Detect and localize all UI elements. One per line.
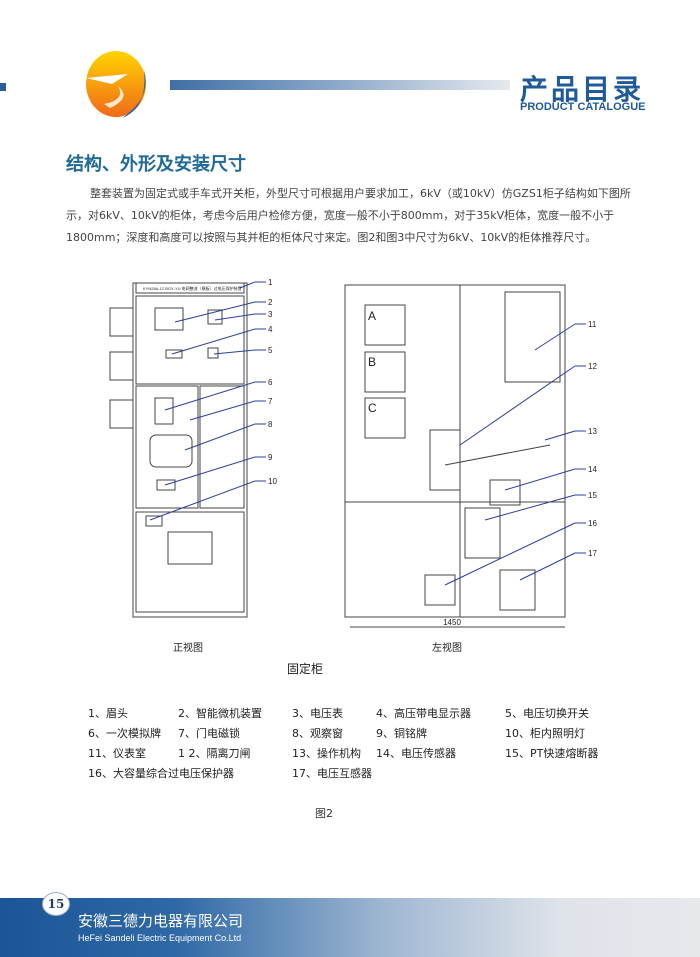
callout-leader	[214, 313, 256, 321]
legend-item: 7、门电磁锁	[178, 727, 240, 740]
legend-item: 1 2、隔离刀闸	[178, 747, 251, 760]
legend-item: 17、电压互感器	[292, 767, 372, 780]
legend-item: 1、眉头	[88, 707, 128, 720]
company-logo	[86, 51, 146, 118]
legend-item: 14、电压传感器	[376, 747, 456, 760]
front-callout-9: 9	[268, 453, 273, 462]
callout-leader	[171, 328, 256, 355]
callout-leader	[444, 522, 576, 586]
front-callout-1: 1	[268, 278, 273, 287]
legend-item: 10、柜内照明灯	[505, 727, 585, 740]
callout-leader	[149, 480, 256, 521]
callout-leader	[174, 301, 256, 323]
front-callout-3: 3	[268, 310, 273, 319]
legend-item: 11、仪表室	[88, 747, 146, 760]
side-callout-17: 17	[588, 549, 597, 558]
side-view-caption: 左视图	[432, 641, 462, 654]
legend-item: 5、电压切换开关	[505, 707, 589, 720]
cabinet-type-caption: 固定柜	[287, 661, 323, 676]
company-name-cn: 安徽三德力电器有限公司	[78, 912, 244, 930]
callout-leader	[189, 400, 256, 421]
side-callout-13: 13	[588, 427, 597, 436]
front-callout-2: 2	[268, 298, 273, 307]
callout-leader	[239, 281, 256, 289]
intro-paragraph: 整套装置为固定式或手车式开关柜，外型尺寸可根据用户要求加工，6kV（或10kV）…	[66, 187, 631, 244]
page-number: 15	[42, 892, 70, 916]
front-callout-5: 5	[268, 346, 273, 355]
front-callout-4: 4	[268, 325, 273, 334]
front-view-caption: 正视图	[173, 641, 203, 654]
side-callout-14: 14	[588, 465, 597, 474]
callout-leader	[459, 365, 576, 446]
callout-leader	[504, 468, 576, 491]
section-title: 结构、外形及安装尺寸	[66, 154, 246, 175]
callout-leader	[164, 381, 256, 411]
legend-item: 13、操作机构	[292, 747, 361, 760]
front-callout-8: 8	[268, 420, 273, 429]
cabinet-nameplate: KYN28A-12 BGX-YU 电网整流（模板）过电压保护装置	[143, 285, 242, 291]
callout-leader	[519, 552, 576, 581]
phase-label-B: B	[368, 355, 376, 369]
callout-leader	[184, 423, 256, 451]
side-callout-16: 16	[588, 519, 597, 528]
side-callout-12: 12	[588, 362, 597, 371]
front-callout-7: 7	[268, 397, 273, 406]
catalogue-title: 产品目录	[520, 73, 645, 106]
legend-item: 2、智能微机装置	[178, 707, 262, 720]
front-callout-10: 10	[268, 477, 277, 486]
legend-item: 8、观察窗	[292, 727, 343, 740]
legend-item: 4、高压带电显示器	[376, 707, 471, 720]
legend-item: 6、一次模拟牌	[88, 727, 161, 740]
phase-label-A: A	[368, 309, 376, 323]
width-dimension: 1450	[443, 618, 461, 627]
legend-item: 3、电压表	[292, 707, 343, 720]
front-callout-6: 6	[268, 378, 273, 387]
callout-leader	[213, 349, 256, 355]
callout-leader	[534, 323, 576, 351]
side-cabinet-outline	[344, 284, 566, 618]
figure-label: 图2	[315, 807, 333, 820]
legend-item: 9、铜铭牌	[376, 727, 427, 740]
callout-leader	[164, 456, 256, 486]
company-name-en: HeFei Sandeli Electric Equipment Co.Ltd	[78, 933, 242, 943]
footer-band	[0, 898, 700, 957]
header-accent-bar	[0, 83, 6, 91]
header-gradient-bar	[170, 80, 510, 90]
side-callout-11: 11	[588, 320, 597, 329]
phase-label-C: C	[368, 401, 377, 415]
side-callout-15: 15	[588, 491, 597, 500]
legend-item: 15、PT快速熔断器	[505, 747, 599, 760]
legend-item: 16、大容量综合过电压保护器	[88, 767, 234, 780]
catalogue-subtitle: PRODUCT CATALOGUE	[520, 101, 646, 113]
callout-leader	[544, 430, 576, 441]
callout-leader	[484, 494, 576, 521]
